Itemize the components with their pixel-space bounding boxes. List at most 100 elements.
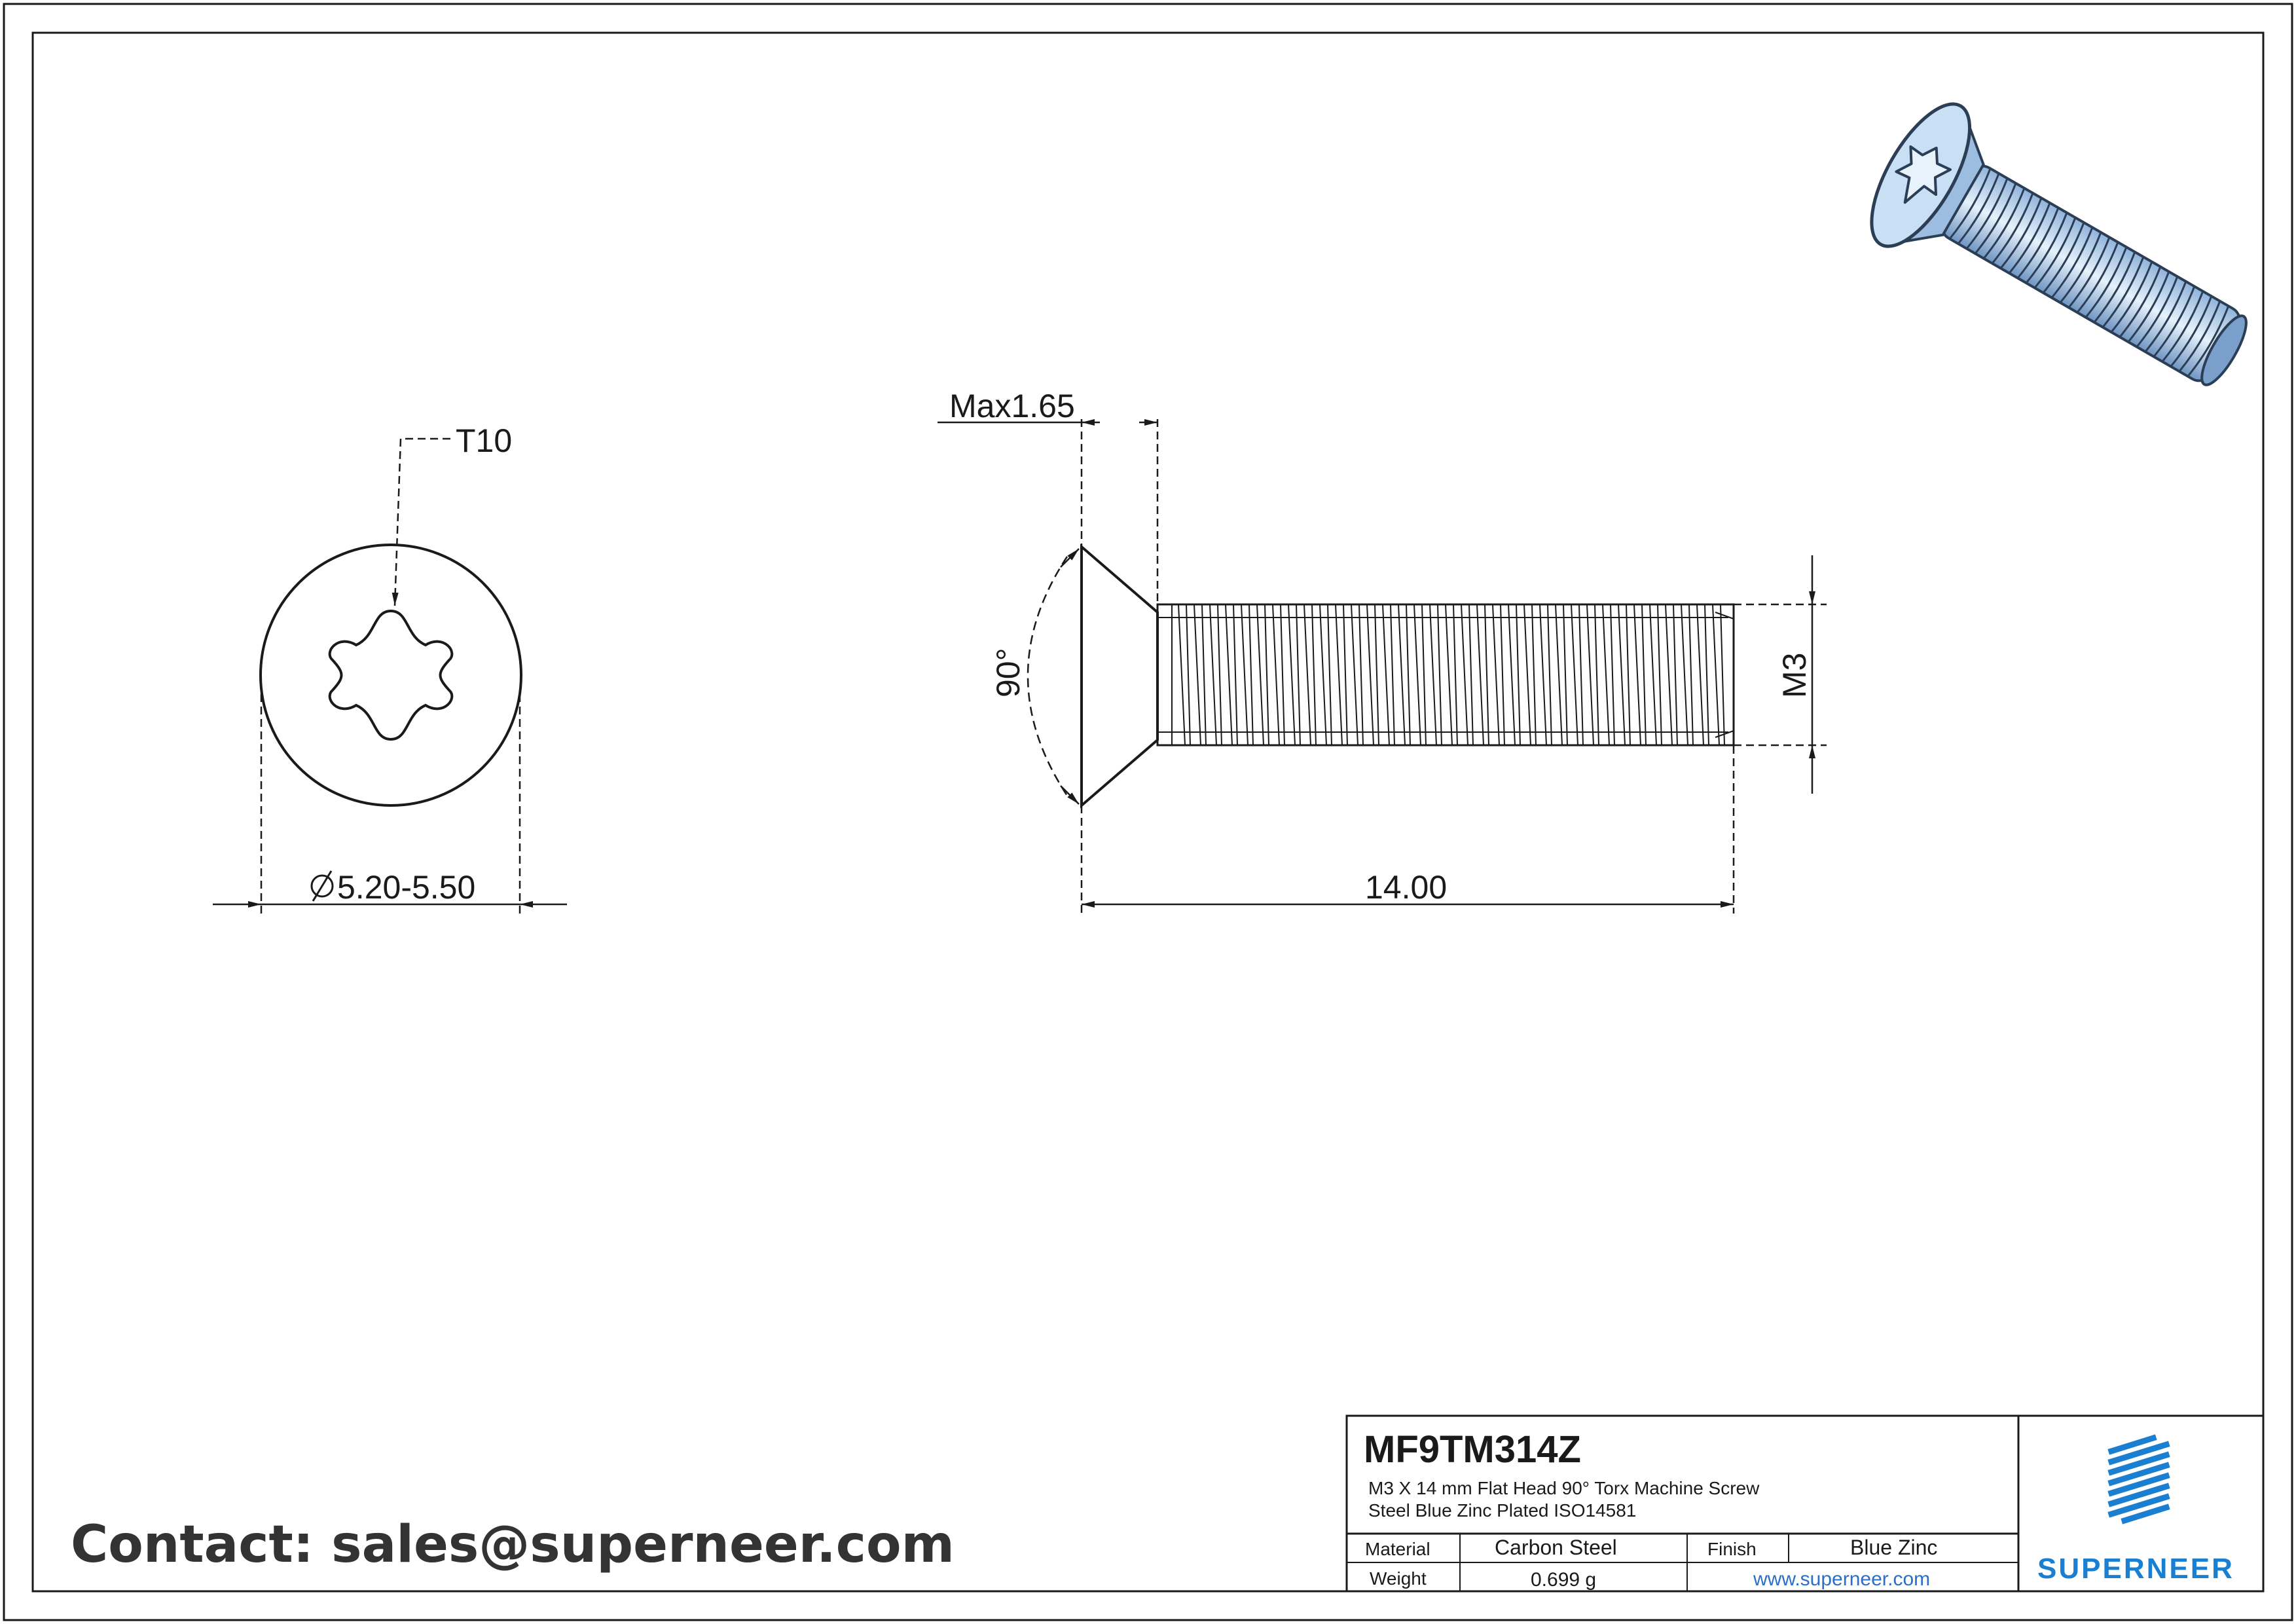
render-thread-line: [2110, 261, 2153, 333]
render-thread-line: [2050, 227, 2094, 299]
part-number: MF9TM314Z: [1364, 1428, 1581, 1471]
thread-line: [1303, 604, 1317, 746]
thread-line: [1633, 604, 1647, 746]
render-thread-line: [1965, 177, 2009, 249]
thread-line: [1492, 604, 1505, 746]
render-thread-line: [2161, 291, 2204, 363]
thread-line: [1476, 604, 1489, 746]
thread-line: [1413, 604, 1427, 746]
render-thread-line: [2076, 242, 2119, 314]
render-thread-line: [2178, 301, 2221, 373]
thread-line: [1555, 604, 1568, 746]
torx-recess: [328, 609, 454, 741]
render-thread-line: [2033, 217, 2077, 289]
thread-line: [1319, 604, 1332, 746]
thread-line: [1586, 604, 1599, 746]
thread-line: [1398, 604, 1411, 746]
outer-border: [3, 3, 2293, 1621]
render-thread-line: [2187, 305, 2230, 377]
thread-line: [1508, 604, 1521, 746]
dim-length-label: 14.00: [1365, 869, 1447, 906]
thread-line: [1272, 604, 1285, 746]
brand-name: SUPERNEER: [2037, 1553, 2234, 1585]
render-thread-line: [2068, 236, 2111, 308]
render-thread-line: [2008, 202, 2051, 274]
thread-line: [1461, 604, 1474, 746]
thread-line: [1571, 604, 1584, 746]
render-thread-line: [2025, 212, 2068, 284]
thread-line: [1288, 604, 1301, 746]
inner-border: [31, 31, 2265, 1593]
thread-line: [1523, 604, 1537, 746]
thread-line: [1649, 604, 1662, 746]
thread-line: [1602, 604, 1615, 746]
superneer-logo-icon: [2107, 1434, 2170, 1524]
render-thread-line: [2136, 276, 2179, 348]
diameter-symbol-icon: [310, 870, 334, 902]
render-thread-line: [2144, 281, 2187, 353]
thread-line: [1618, 604, 1631, 746]
render-thread-line: [2119, 266, 2162, 338]
material-label: Material: [1365, 1539, 1430, 1559]
render-thread-line: [1991, 193, 2034, 265]
render-thread-line: [2042, 222, 2085, 294]
dim-angle-label: 90°: [990, 648, 1027, 697]
render-thread-line: [1999, 197, 2043, 269]
thread-line: [1445, 604, 1458, 746]
finish-value: Blue Zinc: [1850, 1536, 1937, 1559]
render-thread-line: [1957, 173, 2000, 245]
thread-line: [1241, 604, 1254, 746]
dim-drive-label: T10: [456, 422, 512, 459]
thread-lines: [1178, 604, 1725, 746]
render-thread-line: [2170, 295, 2213, 367]
description-line-2: Steel Blue Zinc Plated ISO14581: [1368, 1500, 1636, 1521]
thread-line: [1382, 604, 1395, 746]
thread-line: [1681, 604, 1694, 746]
thread-line: [1335, 604, 1348, 746]
render-shank: [1941, 164, 2241, 382]
material-value: Carbon Steel: [1495, 1536, 1617, 1559]
thread-line: [1429, 604, 1442, 746]
render-thread-line: [2059, 232, 2102, 304]
thread-line: [1209, 604, 1222, 746]
dim-head-height-label: Max1.65: [949, 388, 1075, 424]
thread-line: [1712, 604, 1725, 746]
render-thread-line: [2102, 256, 2145, 328]
thread-line: [1366, 604, 1379, 746]
render-torx-recess: [1895, 145, 1952, 204]
render-thread-line: [2085, 246, 2128, 318]
render-thread-line: [1982, 187, 2026, 259]
head-top-view: T10 5.20-5.50: [213, 422, 567, 913]
render-thread-line: [2093, 251, 2136, 323]
description-line-1: M3 X 14 mm Flat Head 90° Torx Machine Sc…: [1368, 1478, 1760, 1498]
thread-line: [1539, 604, 1552, 746]
finish-label: Finish: [1707, 1539, 1757, 1559]
dim-diameter-label: 5.20-5.50: [337, 869, 475, 906]
contact-line: Contact: sales@superneer.com: [71, 1515, 955, 1574]
t10-leader: [392, 437, 450, 606]
render-threads: [1948, 168, 2230, 377]
dim-thread-label: M3: [1776, 653, 1813, 698]
head-circle: [259, 544, 522, 807]
thread-line: [1225, 604, 1238, 746]
website-link[interactable]: www.superneer.com: [1753, 1568, 1930, 1590]
title-block: MF9TM314Z M3 X 14 mm Flat Head 90° Torx …: [1345, 1414, 2265, 1593]
render-thread-line: [1974, 183, 2017, 255]
render-thread-line: [1948, 168, 1992, 240]
weight-value: 0.699 g: [1531, 1569, 1596, 1591]
thread-line: [1665, 604, 1678, 746]
screw-side-view: Max1.65 90° 14.00 M3: [938, 388, 1827, 913]
weight-label: Weight: [1370, 1568, 1427, 1589]
render-thread-line: [2153, 286, 2196, 358]
render-tip: [2200, 314, 2248, 386]
render-thread-line: [2016, 207, 2060, 279]
thread-line: [1351, 604, 1364, 746]
screw-3d-render: [1870, 102, 2248, 386]
thread-line: [1194, 604, 1207, 746]
render-thread-line: [2127, 271, 2170, 343]
countersunk-head: [1080, 544, 1159, 809]
thread-line: [1256, 604, 1269, 746]
angle-arc: [1027, 556, 1068, 796]
thread-line: [1696, 604, 1709, 746]
